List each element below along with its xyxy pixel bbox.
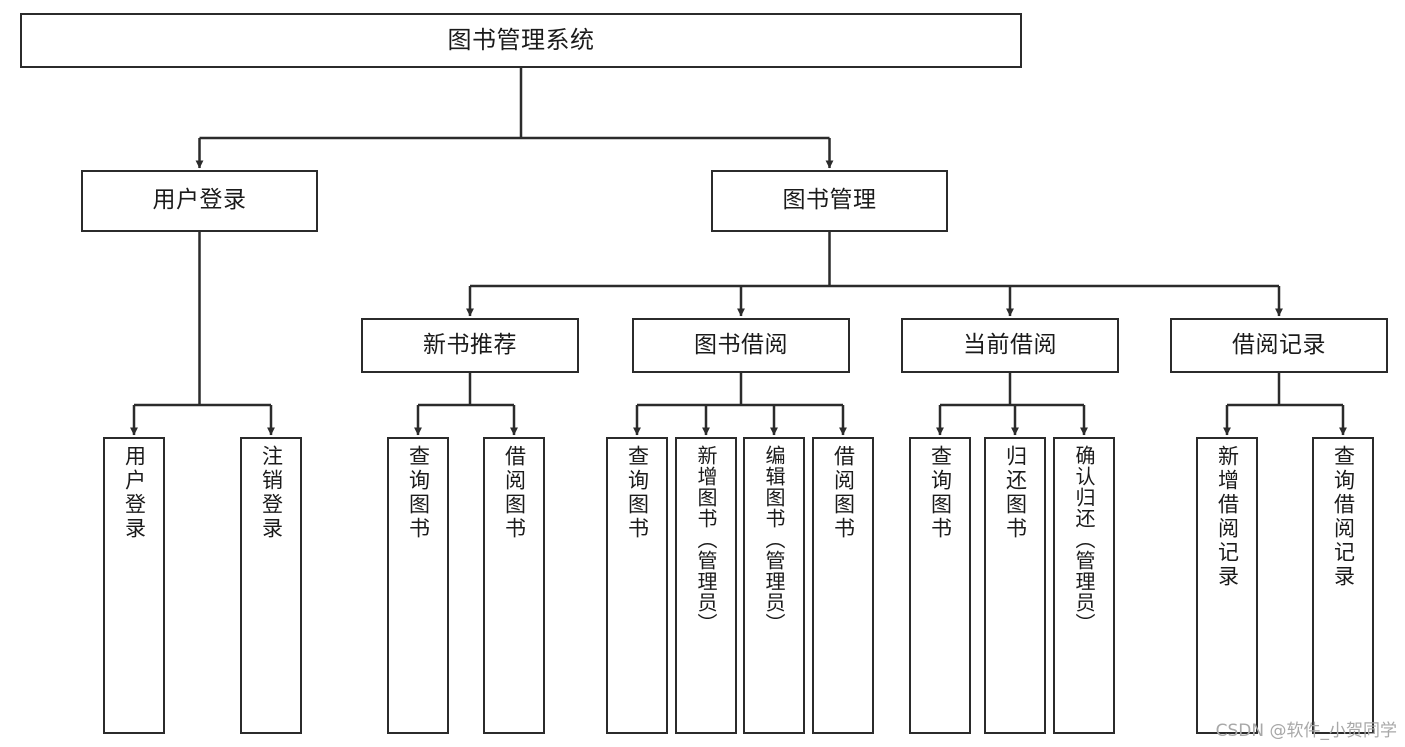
node-leaf-6[interactable]: 新增图书（管理员） (675, 437, 737, 734)
node-leaf-1[interactable]: 用户登录 (103, 437, 165, 734)
node-label: 借阅图书 (502, 445, 527, 541)
node-l3-3[interactable]: 当前借阅 (901, 318, 1119, 373)
node-label: 注销登录 (259, 445, 284, 541)
node-label: 用户登录 (122, 445, 147, 541)
node-label: 图书管理 (782, 187, 877, 214)
node-leaf-5[interactable]: 查询图书 (606, 437, 668, 734)
node-l2-1[interactable]: 用户登录 (81, 170, 318, 232)
node-label: 图书管理系统 (447, 26, 595, 55)
node-label: 新增图书（管理员） (694, 445, 718, 634)
node-label: 借阅图书 (831, 445, 856, 541)
node-label: 图书借阅 (694, 331, 788, 358)
node-label: 借阅记录 (1232, 331, 1326, 358)
node-leaf-11[interactable]: 确认归还（管理员） (1053, 437, 1115, 734)
node-label: 查询借阅记录 (1331, 445, 1356, 589)
node-l3-2[interactable]: 图书借阅 (632, 318, 850, 373)
node-label: 查询图书 (928, 445, 953, 541)
node-leaf-4[interactable]: 借阅图书 (483, 437, 545, 734)
node-label: 查询图书 (406, 445, 431, 541)
node-leaf-2[interactable]: 注销登录 (240, 437, 302, 734)
node-label: 编辑图书（管理员） (762, 445, 786, 634)
node-leaf-9[interactable]: 查询图书 (909, 437, 971, 734)
node-label: 用户登录 (152, 187, 247, 214)
node-label: 查询图书 (625, 445, 650, 541)
node-leaf-8[interactable]: 借阅图书 (812, 437, 874, 734)
node-leaf-10[interactable]: 归还图书 (984, 437, 1046, 734)
watermark-text: CSDN @软件_小贺同学 (1215, 721, 1397, 741)
node-label: 新增借阅记录 (1215, 445, 1240, 589)
node-l3-1[interactable]: 新书推荐 (361, 318, 579, 373)
node-l3-4[interactable]: 借阅记录 (1170, 318, 1388, 373)
node-leaf-12[interactable]: 新增借阅记录 (1196, 437, 1258, 734)
node-label: 新书推荐 (423, 331, 517, 358)
node-label: 确认归还（管理员） (1072, 445, 1096, 634)
node-label: 归还图书 (1003, 445, 1028, 541)
node-root[interactable]: 图书管理系统 (20, 13, 1022, 68)
node-leaf-13[interactable]: 查询借阅记录 (1312, 437, 1374, 734)
node-leaf-7[interactable]: 编辑图书（管理员） (743, 437, 805, 734)
node-label: 当前借阅 (963, 331, 1057, 358)
node-leaf-3[interactable]: 查询图书 (387, 437, 449, 734)
node-l2-2[interactable]: 图书管理 (711, 170, 948, 232)
